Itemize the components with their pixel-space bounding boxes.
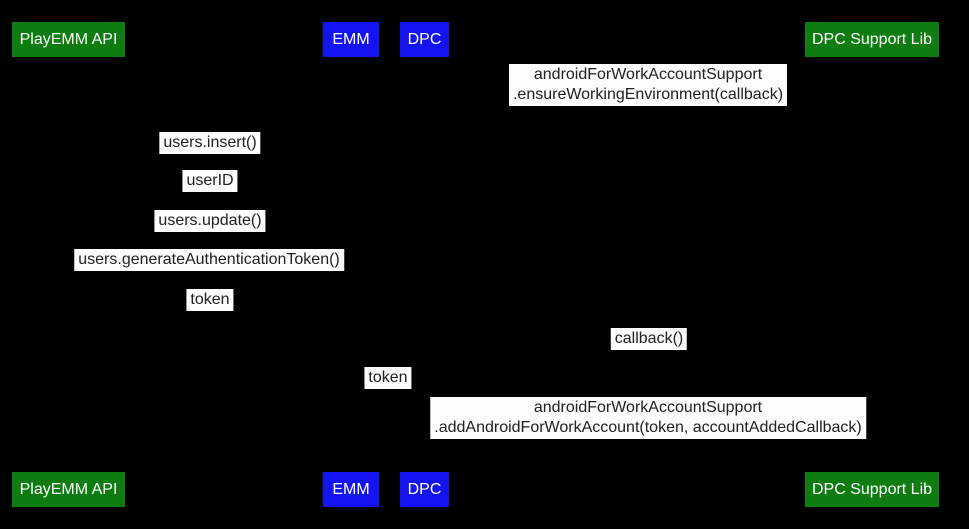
message-users-update: users.update() bbox=[154, 210, 266, 232]
participant-dpc-support-lib-top: DPC Support Lib bbox=[805, 22, 939, 57]
participant-playemm-api-top: PlayEMM API bbox=[12, 22, 125, 57]
message-line: token bbox=[368, 369, 408, 386]
message-userid: userID bbox=[182, 170, 238, 192]
participant-dpc-top: DPC bbox=[400, 22, 449, 57]
message-token-1: token bbox=[186, 289, 234, 311]
message-users-insert: users.insert() bbox=[159, 132, 261, 154]
message-line: androidForWorkAccountSupport bbox=[533, 399, 763, 416]
message-line: .addAndroidForWorkAccount(token, account… bbox=[434, 419, 862, 436]
message-line: userID bbox=[186, 172, 234, 189]
message-add-android-for-work-account: androidForWorkAccountSupport .addAndroid… bbox=[430, 397, 866, 439]
message-line: users.insert() bbox=[163, 134, 257, 151]
message-ensure-working-environment: androidForWorkAccountSupport .ensureWork… bbox=[508, 64, 788, 106]
participant-playemm-api-bottom: PlayEMM API bbox=[12, 472, 125, 507]
message-line: androidForWorkAccountSupport bbox=[533, 66, 763, 83]
message-line: token bbox=[190, 291, 230, 308]
participant-emm-bottom: EMM bbox=[323, 472, 379, 507]
participant-dpc-support-lib-bottom: DPC Support Lib bbox=[805, 472, 939, 507]
message-token-2: token bbox=[364, 367, 412, 389]
message-line: .ensureWorkingEnvironment(callback) bbox=[512, 86, 784, 103]
message-line: users.update() bbox=[158, 212, 262, 229]
participant-emm-top: EMM bbox=[323, 22, 379, 57]
message-line: users.generateAuthenticationToken() bbox=[78, 251, 340, 268]
message-callback: callback() bbox=[610, 328, 688, 350]
message-line: callback() bbox=[614, 330, 684, 347]
participant-dpc-bottom: DPC bbox=[400, 472, 449, 507]
message-users-generate-authentication-token: users.generateAuthenticationToken() bbox=[74, 249, 344, 271]
